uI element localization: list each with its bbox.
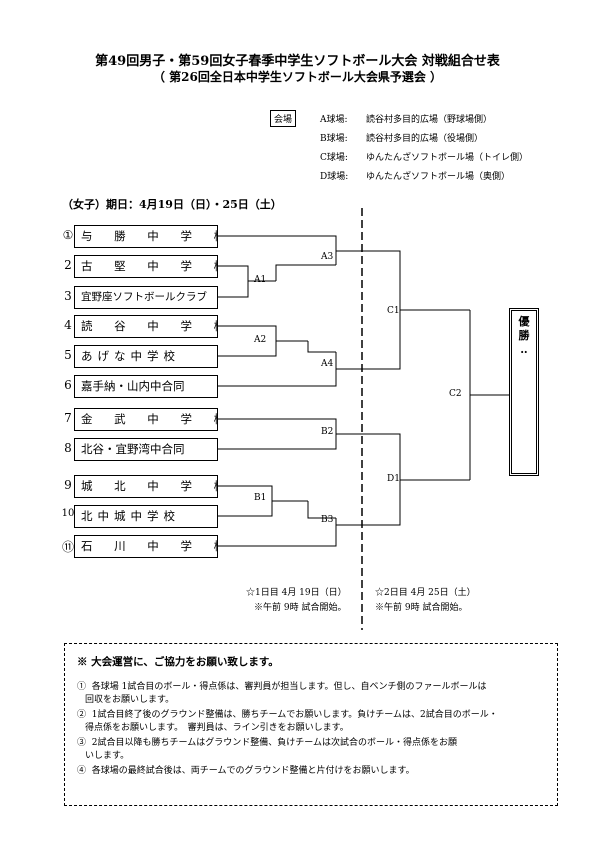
venue-name: 読谷村多目的広場（野球場側） xyxy=(366,115,493,125)
notice-item: ① 各球場 1試合目のボール・得点係は、審判員が担当します。但し、自ベンチ側のフ… xyxy=(77,681,545,707)
day2-start: ※午前 9時 試合開始。 xyxy=(375,603,468,613)
notice-item: ③ 2試合目以降も勝ちチームはグラウンド整備、負けチームは次試合のボール・得点係… xyxy=(77,737,545,763)
notice-num: ② xyxy=(77,710,87,720)
team-number: 2 xyxy=(64,258,72,272)
notice-line: 各球場 1試合目のボール・得点係は、審判員が担当します。但し、自ベンチ側のファー… xyxy=(91,682,487,692)
team-number: 4 xyxy=(64,318,72,332)
team-number: 10 xyxy=(61,508,75,519)
winner-char: ‥ xyxy=(520,343,528,356)
notice-box: ※ 大会運営に、ご協力をお願い致します。 ① 各球場 1試合目のボール・得点係は… xyxy=(64,643,558,806)
notice-line: 回収をお願いします。 xyxy=(85,695,175,705)
team-box: あげな中学校 xyxy=(74,345,218,368)
venue-key: C球場: xyxy=(320,153,348,163)
notice-item: ④ 各球場の最終試合後は、両チームでのグラウンド整備と片付けをお願いします。 xyxy=(77,765,545,778)
venue-label: 会場 xyxy=(270,110,297,127)
team-number: 3 xyxy=(64,289,72,303)
team-number: 9 xyxy=(64,478,72,492)
venue-key: B球場: xyxy=(320,134,348,144)
game-label-b1: B1 xyxy=(254,493,267,503)
notice-line: 1試合目終了後のグラウンド整備は、勝ちチームでお願いします。負けチームは、2試合… xyxy=(91,710,498,720)
team-box: 金 武 中 学 校 xyxy=(74,408,218,431)
venue-row-d: D球場: ゆんたんざソフトボール場（奥側） xyxy=(320,169,510,182)
notice-line: 得点係をお願いします。 審判員は、ライン引きをお願いします。 xyxy=(85,723,349,733)
team-box: 石 川 中 学 校 xyxy=(74,535,218,558)
team-box: 北谷・宜野湾中合同 xyxy=(74,438,218,461)
team-box: 読 谷 中 学 校 xyxy=(74,315,218,338)
venue-key: D球場: xyxy=(320,172,349,182)
venue-name: ゆんたんざソフトボール場（トイレ側） xyxy=(366,153,529,163)
venue-key: A球場: xyxy=(320,115,348,125)
winner-char: 優 xyxy=(518,315,530,328)
game-label-b3: B3 xyxy=(321,515,334,525)
notice-num: ① xyxy=(77,682,87,692)
notice-num: ④ xyxy=(77,766,87,776)
game-label-c2: C2 xyxy=(449,389,462,399)
day1-date: ☆1日目 4月 19日（日） xyxy=(246,588,347,598)
game-label-a1: A1 xyxy=(254,275,267,285)
team-number: 7 xyxy=(64,411,72,425)
page-title: 第49回男子・第59回女子春季中学生ソフトボール大会 対戦組合せ表 xyxy=(95,54,500,69)
venue-name: ゆんたんざソフトボール場（奥側） xyxy=(366,172,511,182)
game-label-d1: D1 xyxy=(387,474,400,484)
team-number: ① xyxy=(62,228,74,242)
winner-box: 優 勝 ‥ xyxy=(509,308,539,476)
game-label-a2: A2 xyxy=(254,335,267,345)
notice-item: ② 1試合目終了後のグラウンド整備は、勝ちチームでお願いします。負けチームは、2… xyxy=(77,709,545,735)
team-box: 宜野座ソフトボールクラブ xyxy=(74,286,218,309)
day1-start: ※午前 9時 試合開始。 xyxy=(254,603,347,613)
notice-heading: ※ 大会運営に、ご協力をお願い致します。 xyxy=(77,656,279,668)
notice-line: いします。 xyxy=(85,751,130,761)
bracket-date-line: （女子）期日：4月19日（日）・25日（土） xyxy=(62,198,282,211)
team-box: 古 堅 中 学 校 xyxy=(74,255,218,278)
game-label-a4: A4 xyxy=(321,359,334,369)
day2-date: ☆2日目 4月 25日（土） xyxy=(375,588,476,598)
team-box: 北中城中学校 xyxy=(74,505,218,528)
game-label-b2: B2 xyxy=(321,427,334,437)
game-label-a3: A3 xyxy=(321,252,334,262)
venue-row-b: B球場: 読谷村多目的広場（役場側） xyxy=(320,131,483,144)
team-number: 5 xyxy=(64,348,72,362)
team-number: 8 xyxy=(64,441,72,455)
team-number: 6 xyxy=(64,378,72,392)
team-box: 城 北 中 学 校 xyxy=(74,475,218,498)
notice-line: 各球場の最終試合後は、両チームでのグラウンド整備と片付けをお願いします。 xyxy=(91,766,415,776)
page-subtitle: （ 第26回全日本中学生ソフトボール大会県予選会 ） xyxy=(152,70,443,84)
team-box: 与 勝 中 学 校 xyxy=(74,225,218,248)
winner-char: 勝 xyxy=(518,329,530,342)
venue-row-c: C球場: ゆんたんざソフトボール場（トイレ側） xyxy=(320,150,528,163)
game-label-c1: C1 xyxy=(387,306,400,316)
team-number: ⑪ xyxy=(61,540,74,554)
venue-row-a: A球場: 読谷村多目的広場（野球場側） xyxy=(320,112,492,125)
team-box: 嘉手納・山内中合同 xyxy=(74,375,218,398)
notice-line: 2試合目以降も勝ちチームはグラウンド整備、負けチームは次試合のボール・得点係をお… xyxy=(91,738,457,748)
venue-name: 読谷村多目的広場（役場側） xyxy=(366,134,484,144)
notice-num: ③ xyxy=(77,738,87,748)
